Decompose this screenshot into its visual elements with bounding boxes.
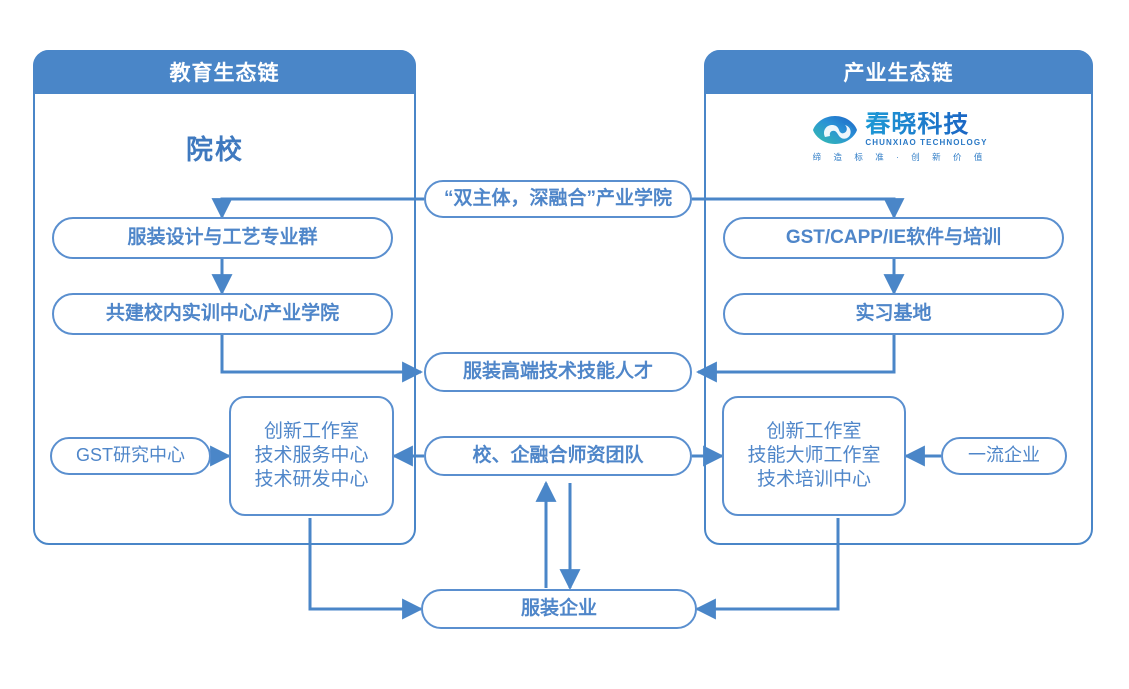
node-gst-research-center[interactable]: GST研究中心 — [50, 437, 211, 475]
node-fashion-major-group[interactable]: 服装设计与工艺专业群 — [52, 217, 393, 259]
node-education-innovation-centers[interactable]: 创新工作室 技术服务中心 技术研发中心 — [229, 396, 394, 516]
node-faculty-team[interactable]: 校、企融合师资团队 — [424, 436, 692, 476]
node-top-enterprise[interactable]: 一流企业 — [941, 437, 1067, 475]
chunxiao-eye-logo-icon — [813, 115, 858, 144]
chunxiao-logo: 春晓科技 CHUNXIAO TECHNOLOGY 缔 造 标 准 · 创 新 价… — [800, 112, 1000, 174]
edu-center-line-3: 技术研发中心 — [254, 469, 369, 491]
node-internship-base[interactable]: 实习基地 — [723, 293, 1064, 335]
node-campus-training-center[interactable]: 共建校内实训中心/产业学院 — [52, 293, 393, 335]
node-high-end-talent[interactable]: 服装高端技术技能人才 — [424, 352, 692, 392]
ind-center-line-1: 创新工作室 — [766, 420, 862, 442]
node-gst-capp-ie-software-training[interactable]: GST/CAPP/IE软件与培训 — [723, 217, 1064, 259]
logo-tagline: 缔 造 标 准 · 创 新 价 值 — [812, 152, 988, 162]
education-panel-title: 教育生态链 — [33, 50, 416, 94]
node-garment-enterprise[interactable]: 服装企业 — [421, 589, 697, 629]
logo-name-en: CHUNXIAO TECHNOLOGY — [865, 138, 988, 147]
node-industry-innovation-centers[interactable]: 创新工作室 技能大师工作室 技术培训中心 — [722, 396, 906, 516]
logo-name-cn: 春晓科技 — [865, 110, 970, 138]
node-bridge-industrial-academy[interactable]: “双主体，深融合”产业学院 — [424, 180, 692, 218]
education-section-title: 院校 — [186, 135, 244, 165]
ind-center-line-3: 技术培训中心 — [756, 469, 871, 491]
edu-center-line-2: 技术服务中心 — [254, 444, 369, 466]
industry-panel-title: 产业生态链 — [704, 50, 1093, 94]
ind-center-line-2: 技能大师工作室 — [747, 444, 881, 466]
edu-center-line-1: 创新工作室 — [263, 420, 359, 442]
